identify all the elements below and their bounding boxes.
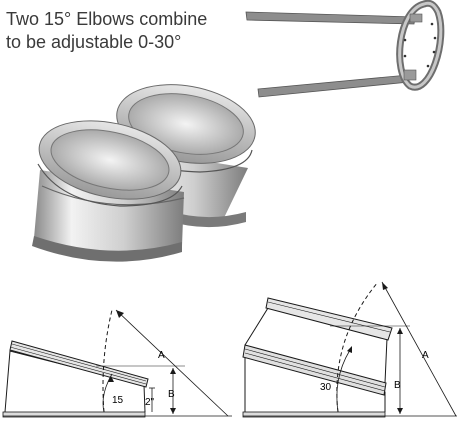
diagram-30-dim-a: A <box>422 350 429 361</box>
strap-band-image <box>245 0 445 98</box>
diagram-30-degree: 30 A B <box>242 281 457 418</box>
caption: Two 15° Elbows combine to be adjustable … <box>6 8 226 54</box>
caption-line-2: to be adjustable 0-30° <box>6 32 182 52</box>
diagram-15-length-label: 2" <box>145 397 155 408</box>
diagram-30-angle-label: 30 <box>320 382 332 393</box>
elbow-front-image <box>32 120 185 262</box>
diagram-15-dim-b: B <box>168 389 175 400</box>
diagram-15-angle-label: 15 <box>112 395 124 406</box>
caption-line-1: Two 15° Elbows combine <box>6 9 208 29</box>
diagram-30-dim-b: B <box>394 380 401 391</box>
diagram-15-degree: 15 2" A B <box>2 309 232 418</box>
diagram-15-dim-a: A <box>158 350 165 361</box>
